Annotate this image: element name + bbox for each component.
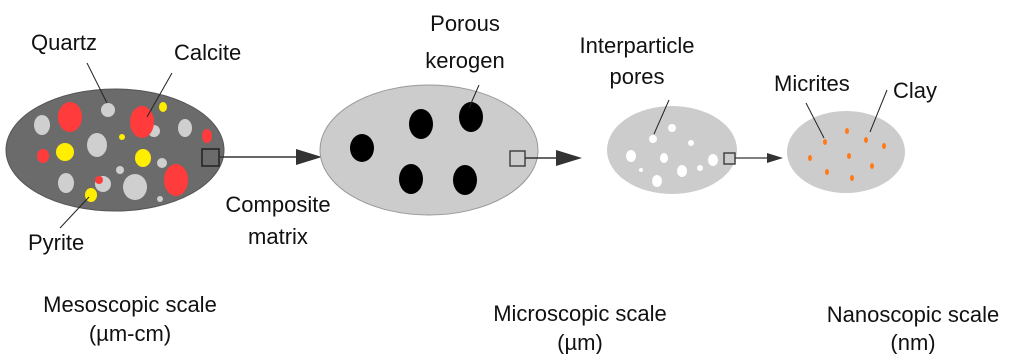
pore: [660, 153, 668, 163]
micrite-particle: [825, 169, 829, 175]
micrite-particles: [808, 128, 886, 181]
kerogen-particle: [399, 164, 423, 194]
calcite-grains: [37, 102, 212, 196]
arrow-pores-to-nano: [735, 153, 783, 163]
calcite-grain: [37, 149, 49, 163]
micrites-label: Micrites: [774, 71, 850, 96]
microscopic-scale-caption-line2: (µm): [557, 330, 603, 354]
arrow-meso-to-micro: [219, 149, 322, 165]
porous-kerogen-label-line2: kerogen: [425, 48, 505, 73]
quartz-grain: [157, 158, 167, 168]
mesoscopic-ellipse: [5, 88, 225, 212]
labels: Quartz Calcite Pyrite Porous kerogen Com…: [28, 11, 937, 255]
micrite-particle: [823, 139, 827, 145]
pore: [639, 168, 643, 172]
calcite-grain: [130, 106, 154, 138]
composite-matrix-label-line2: matrix: [248, 224, 308, 249]
calcite-grain: [58, 102, 82, 132]
composite-matrix-label-line1: Composite: [225, 192, 330, 217]
pore-matrix-ellipse: [607, 106, 737, 194]
quartz-grain: [101, 103, 115, 117]
pyrite-label: Pyrite: [28, 230, 84, 255]
pyrite-grain: [56, 143, 74, 161]
pore: [688, 140, 694, 146]
micrite-particle: [847, 153, 851, 159]
micrite-particle: [850, 175, 854, 181]
kerogen-matrix-ellipse: [319, 84, 539, 216]
mesoscopic-scale-caption-line2: (µm-cm): [89, 321, 171, 346]
quartz-grain: [116, 166, 124, 174]
quartz-grain: [157, 196, 163, 202]
interparticle-pores-label-line2: pores: [609, 64, 664, 89]
interparticle-pores-label-line1: Interparticle: [580, 33, 695, 58]
mesoscopic-scale-caption-line1: Mesoscopic scale: [43, 292, 217, 317]
micrite-particle: [864, 137, 868, 143]
microscopic-kerogen-sample: [319, 84, 539, 216]
scale-captions: Mesoscopic scale (µm-cm) Microscopic sca…: [43, 292, 999, 354]
pore: [649, 135, 657, 143]
quartz-grains: [34, 103, 192, 202]
microscopic-scale-caption-line1: Microscopic scale: [493, 301, 667, 326]
calcite-grain: [95, 176, 103, 184]
pyrite-leader-line: [59, 196, 90, 229]
clay-leader-line: [869, 89, 888, 133]
quartz-grain: [123, 174, 147, 200]
quartz-leader-line: [86, 62, 108, 104]
kerogen-particle: [453, 165, 477, 195]
porous-kerogen-label-line1: Porous: [430, 11, 500, 36]
nanoscopic-scale-caption-line1: Nanoscopic scale: [827, 302, 999, 327]
calcite-label: Calcite: [174, 40, 241, 65]
pore: [697, 165, 703, 171]
pyrite-grains: [56, 102, 167, 202]
kerogen-leader-line: [468, 84, 480, 109]
micrites-leader-line: [805, 102, 825, 139]
pyrite-grain: [159, 102, 167, 112]
kerogen-particles: [350, 102, 483, 195]
quartz-label: Quartz: [31, 30, 97, 55]
quartz-grain: [58, 173, 74, 193]
pyrite-grain: [135, 149, 151, 167]
kerogen-particle: [409, 109, 433, 139]
quartz-grain: [34, 115, 50, 135]
micrite-particle: [808, 155, 812, 161]
micrite-particle: [845, 128, 849, 134]
interparticle-pores: [626, 124, 718, 187]
pyrite-grain: [119, 134, 125, 140]
pore: [626, 150, 636, 162]
leader-lines: [59, 62, 888, 229]
interparticle-pore-sample: [607, 106, 737, 194]
micrite-particle: [870, 163, 874, 169]
clay-label: Clay: [893, 78, 937, 103]
quartz-grain: [87, 133, 107, 157]
pores-leader-line: [653, 99, 670, 135]
pore: [708, 154, 718, 166]
kerogen-particle: [459, 102, 483, 132]
pore: [668, 124, 676, 132]
calcite-grain: [164, 164, 188, 196]
pore: [677, 165, 687, 177]
calcite-leader-line: [146, 72, 173, 118]
mesoscopic-sample: [5, 88, 225, 212]
kerogen-particle: [350, 134, 374, 162]
quartz-grain: [178, 119, 192, 137]
nanoscopic-scale-caption-line2: (nm): [890, 330, 935, 354]
nanoscopic-ellipse: [787, 111, 905, 193]
nanoscopic-sample: [787, 111, 905, 193]
calcite-grain: [202, 129, 212, 143]
pore: [652, 175, 662, 187]
arrow-micro-to-pores: [525, 150, 582, 166]
micrite-particle: [882, 143, 886, 149]
